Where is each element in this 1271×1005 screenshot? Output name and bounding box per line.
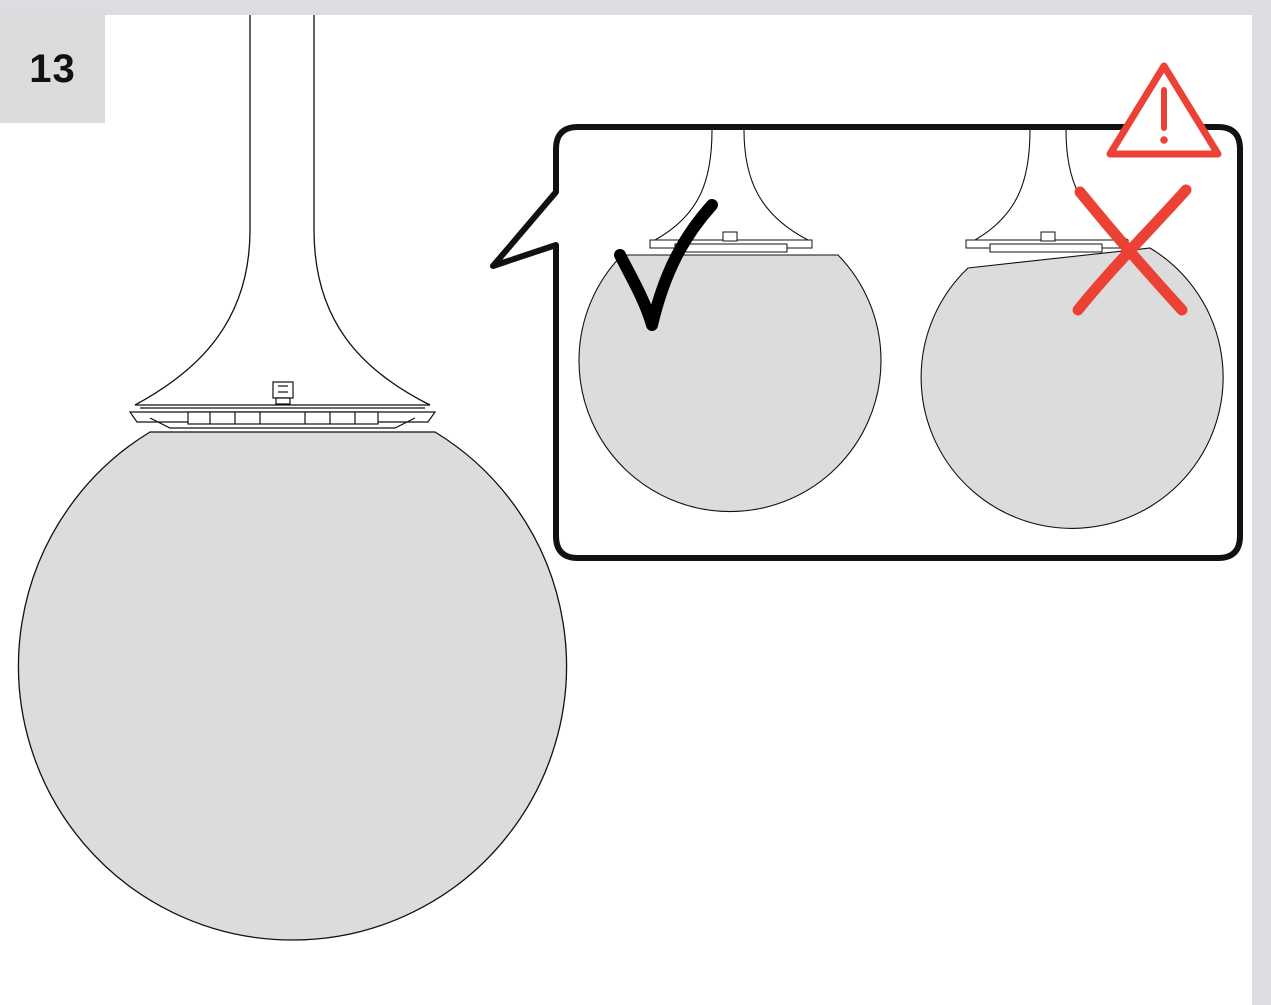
step-number-badge: 13: [0, 15, 105, 123]
check-mark-icon: [614, 199, 718, 331]
correct-lamp-stem: [654, 129, 809, 241]
warning-triangle-icon: [1106, 62, 1222, 158]
main-lamp-globe: [17, 431, 568, 941]
cross-mark-icon: [1072, 184, 1192, 316]
main-pendant-lamp: [17, 15, 568, 941]
correct-lamp-mount-ring: [649, 231, 813, 253]
main-lamp-stem: [134, 15, 431, 406]
main-lamp-mount-ring: [128, 381, 437, 429]
incorrect-lamp-globe: [920, 247, 1224, 529]
step-number: 13: [29, 46, 76, 91]
